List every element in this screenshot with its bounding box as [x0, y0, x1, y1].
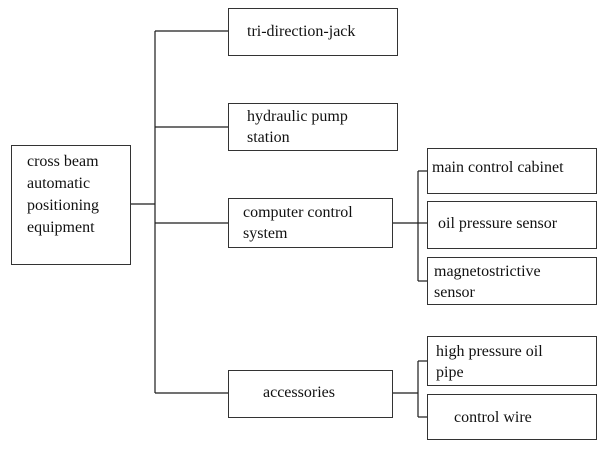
node-root: cross beam automatic positioning equipme…: [11, 145, 131, 265]
node-main-control-cabinet: main control cabinet: [427, 148, 597, 194]
node-oil-pressure-sensor-label: oil pressure sensor: [438, 215, 558, 232]
node-tri-direction-jack-label: tri-direction-jack: [247, 23, 356, 40]
node-high-pressure-oil-pipe: high pressure oil pipe: [427, 336, 597, 386]
node-control-wire: control wire: [427, 394, 597, 440]
node-computer-control-system-label: computer control system: [243, 204, 353, 242]
node-accessories: accessories: [228, 370, 393, 418]
node-accessories-label: accessories: [263, 384, 335, 401]
node-high-pressure-oil-pipe-label: high pressure oil pipe: [436, 343, 543, 381]
node-hydraulic-pump-station-label: hydraulic pump station: [247, 108, 348, 146]
node-root-label: cross beam automatic positioning equipme…: [27, 153, 100, 236]
node-control-wire-label: control wire: [454, 409, 532, 426]
node-magnetostrictive-sensor: magnetostrictive sensor: [427, 257, 597, 305]
node-main-control-cabinet-label: main control cabinet: [432, 159, 564, 176]
node-hydraulic-pump-station: hydraulic pump station: [228, 103, 398, 151]
node-tri-direction-jack: tri-direction-jack: [228, 8, 398, 56]
node-magnetostrictive-sensor-label: magnetostrictive sensor: [434, 263, 541, 301]
node-oil-pressure-sensor: oil pressure sensor: [427, 201, 597, 249]
node-computer-control-system: computer control system: [228, 198, 393, 248]
